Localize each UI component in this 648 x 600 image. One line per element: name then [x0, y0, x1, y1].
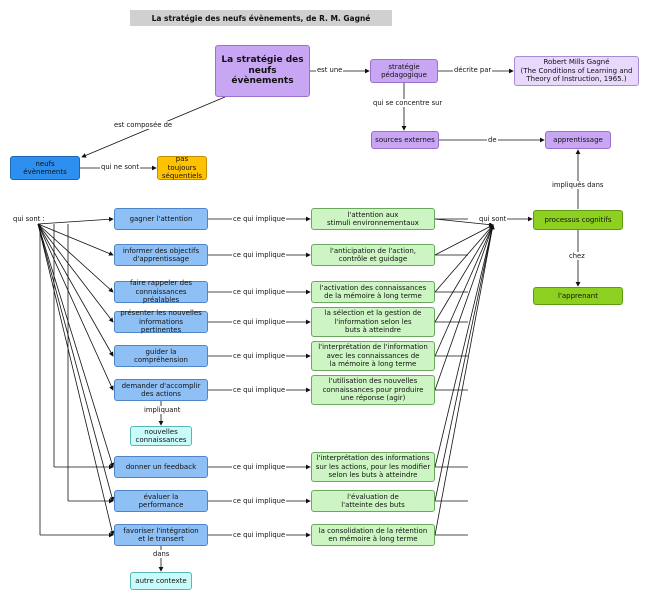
- label-ce-qui-implique-4: ce qui implique: [232, 318, 287, 327]
- label-impliques-dans: impliqués dans: [551, 181, 605, 190]
- label-ce-qui-implique-1: ce qui implique: [232, 215, 287, 224]
- implication-box-6[interactable]: l'utilisation des nouvelles connaissance…: [311, 375, 435, 405]
- label-est-une: est une: [316, 66, 344, 75]
- label-qui-se-concentre: qui se concentre sur: [372, 99, 444, 108]
- node-strategie[interactable]: La stratégie des neufs évènements: [215, 45, 310, 97]
- label-impliquant: impliquant: [143, 406, 182, 415]
- implication-box-5[interactable]: l'interprétation de l'information avec l…: [311, 341, 435, 371]
- label-qui-sont-left: qui sont :: [12, 215, 46, 224]
- node-apprentissage[interactable]: apprentissage: [545, 131, 611, 149]
- label-qui-ne-sont: qui ne sont: [100, 163, 140, 172]
- label-dans: dans: [152, 550, 171, 559]
- label-ce-qui-implique-2: ce qui implique: [232, 251, 287, 260]
- node-apprenant[interactable]: l'apprenant: [533, 287, 623, 305]
- node-sources-externes[interactable]: sources externes: [371, 131, 439, 149]
- implication-box-9[interactable]: la consolidation de la rétention en mémo…: [311, 524, 435, 546]
- label-decrite-par: décrite par: [453, 66, 493, 75]
- implication-box-7[interactable]: l'interprétation des informations sur le…: [311, 452, 435, 482]
- event-box-9[interactable]: favoriser l'intégration et le transert: [114, 524, 208, 546]
- node-pas-toujours[interactable]: pas toujours séquentiels: [157, 155, 207, 180]
- label-ce-qui-implique-6: ce qui implique: [232, 386, 287, 395]
- event-box-7[interactable]: donner un feedback: [114, 456, 208, 478]
- event-box-6[interactable]: demander d'accomplir des actions: [114, 379, 208, 401]
- implication-box-2[interactable]: l'anticipation de l'action, contrôle et …: [311, 244, 435, 266]
- implication-box-4[interactable]: la sélection et la gestion de l'informat…: [311, 307, 435, 337]
- page-title: La stratégie des neufs évènements, de R.…: [130, 10, 392, 26]
- label-de: de: [487, 136, 498, 145]
- label-chez: chez: [568, 252, 586, 261]
- implication-box-1[interactable]: l'attention aux stimuli environnementaux: [311, 208, 435, 230]
- event-box-2[interactable]: informer des objectifs d'apprentissage: [114, 244, 208, 266]
- node-processus-cognitifs[interactable]: processus cognitifs: [533, 210, 623, 230]
- node-nouvelles-connaissances[interactable]: nouvelles connaissances: [130, 426, 192, 446]
- node-strategie-pedagogique[interactable]: stratégie pédagogique: [370, 59, 438, 83]
- event-box-3[interactable]: faire rappeler des connaissances préalab…: [114, 279, 208, 304]
- implication-box-8[interactable]: l'évaluation de l'atteinte des buts: [311, 490, 435, 512]
- node-gagne[interactable]: Robert Mills Gagné (The Conditions of Le…: [514, 56, 639, 86]
- event-box-4[interactable]: présenter les nouvelles informations per…: [114, 309, 208, 334]
- node-autre-contexte[interactable]: autre contexte: [130, 572, 192, 590]
- event-box-8[interactable]: évaluer la performance: [114, 490, 208, 512]
- event-box-5[interactable]: guider la compréhension: [114, 345, 208, 367]
- label-ce-qui-implique-7: ce qui implique: [232, 463, 287, 472]
- label-ce-qui-implique-9: ce qui implique: [232, 531, 287, 540]
- implication-box-3[interactable]: l'activation des connaissances de la mém…: [311, 281, 435, 303]
- label-qui-sont-right: qui sont: [478, 215, 508, 224]
- node-neufs-evenements[interactable]: neufs évènements: [10, 156, 80, 180]
- label-est-composee: est composée de: [113, 121, 174, 130]
- label-ce-qui-implique-8: ce qui implique: [232, 497, 287, 506]
- label-ce-qui-implique-5: ce qui implique: [232, 352, 287, 361]
- label-ce-qui-implique-3: ce qui implique: [232, 288, 287, 297]
- event-box-1[interactable]: gagner l'attention: [114, 208, 208, 230]
